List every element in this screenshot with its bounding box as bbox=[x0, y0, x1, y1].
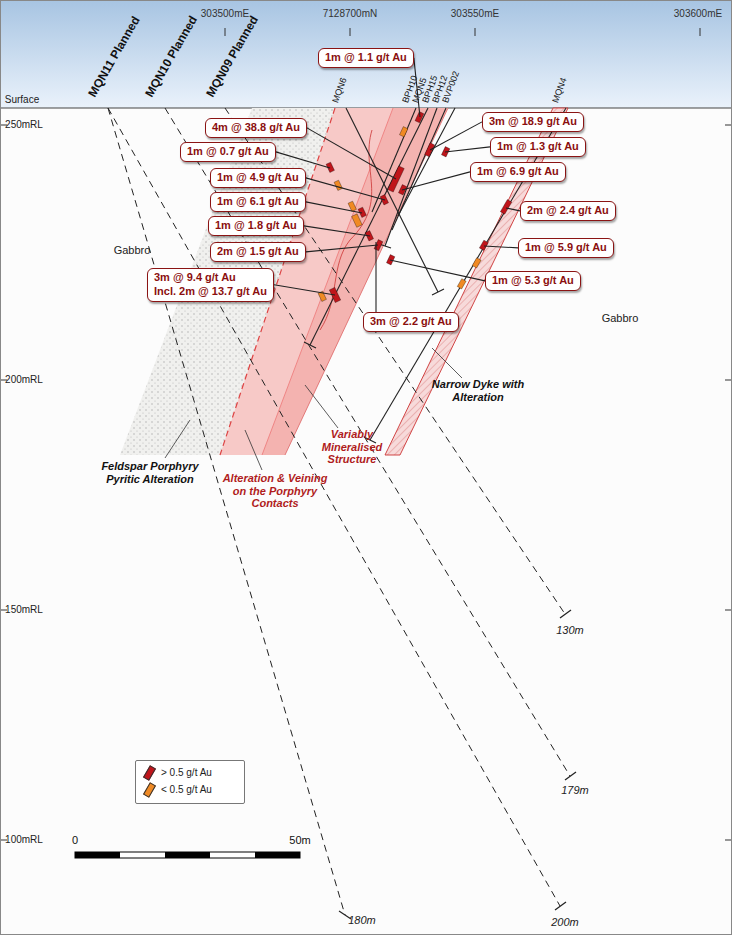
section-label: Variably Mineralised Structure bbox=[312, 428, 392, 466]
assay-text: 3m @ 2.2 g/t Au bbox=[370, 315, 452, 329]
section-label: 0 bbox=[72, 834, 78, 847]
section-label: 150mRL bbox=[5, 604, 43, 616]
assay-text: 1m @ 1.3 g/t Au bbox=[497, 140, 579, 154]
legend-swatch bbox=[143, 765, 156, 781]
assay-callout: 2m @ 2.4 g/t Au bbox=[520, 201, 616, 221]
assay-callout: 1m @ 5.9 g/t Au bbox=[518, 238, 614, 258]
section-label: 7128700mN bbox=[323, 8, 377, 20]
assay-text: 1m @ 1.8 g/t Au bbox=[215, 219, 297, 233]
leader-line bbox=[375, 242, 376, 312]
section-label: Feldspar Porphyry Pyritic Alteration bbox=[95, 460, 205, 485]
leader-line bbox=[445, 147, 490, 152]
leader-line bbox=[276, 152, 330, 168]
assay-text: 1m @ 6.9 g/t Au bbox=[477, 165, 559, 179]
assay-text: 4m @ 38.8 g/t Au bbox=[212, 121, 300, 135]
leader-line bbox=[402, 172, 470, 190]
section-label: Gabbro bbox=[114, 244, 151, 257]
assay-callout: 3m @ 18.9 g/t Au bbox=[482, 112, 584, 132]
section-label: Gabbro bbox=[602, 312, 639, 325]
leader-line bbox=[306, 202, 362, 213]
assay-text: 1m @ 6.1 g/t Au bbox=[217, 195, 299, 209]
leader-line bbox=[274, 285, 335, 295]
assay-callout: 3m @ 2.2 g/t Au bbox=[363, 312, 459, 332]
leader-line bbox=[506, 208, 520, 211]
legend-row: > 0.5 g/t Au bbox=[146, 766, 212, 780]
assay-callout: 3m @ 9.4 g/t AuIncl. 2m @ 13.7 g/t Au bbox=[147, 268, 274, 302]
section-label: Narrow Dyke with Alteration bbox=[431, 378, 526, 403]
leader-line bbox=[304, 226, 370, 236]
assay-text: 3m @ 18.9 g/t Au bbox=[489, 115, 577, 129]
leader-line bbox=[306, 178, 385, 200]
assay-text: 1m @ 0.7 g/t Au bbox=[187, 145, 269, 159]
assay-callout: 4m @ 38.8 g/t Au bbox=[205, 118, 307, 138]
assay-text: 2m @ 1.5 g/t Au bbox=[217, 245, 299, 259]
assay-text: 2m @ 2.4 g/t Au bbox=[527, 204, 609, 218]
section-label: Surface bbox=[5, 94, 39, 106]
section-label: 250mRL bbox=[5, 119, 43, 131]
section-label: Alteration & Veining on the Porphyry Con… bbox=[220, 472, 330, 510]
legend-text: < 0.5 g/t Au bbox=[161, 784, 212, 795]
section-label: 50m bbox=[289, 834, 310, 847]
assay-callout: 1m @ 1.3 g/t Au bbox=[490, 137, 586, 157]
legend-row: < 0.5 g/t Au bbox=[146, 783, 212, 797]
assay-callout: 1m @ 0.7 g/t Au bbox=[180, 142, 276, 162]
leader-line bbox=[390, 260, 485, 281]
legend-swatch bbox=[143, 782, 156, 798]
hole-depth: 179m bbox=[561, 784, 589, 797]
section-label: 303550mE bbox=[451, 8, 499, 20]
assay-text: 3m @ 9.4 g/t Au bbox=[154, 271, 267, 285]
assay-text: 1m @ 1.1 g/t Au bbox=[325, 51, 407, 65]
legend-box: > 0.5 g/t Au < 0.5 g/t Au bbox=[135, 760, 245, 804]
assay-text: 1m @ 5.9 g/t Au bbox=[525, 241, 607, 255]
leader-line bbox=[306, 245, 378, 252]
assay-callout: 1m @ 6.9 g/t Au bbox=[470, 162, 566, 182]
hole-depth: 130m bbox=[556, 624, 584, 637]
assay-text: 1m @ 5.3 g/t Au bbox=[492, 274, 574, 288]
leader-line bbox=[307, 128, 396, 179]
leader-line bbox=[430, 122, 482, 150]
hole-depth: 180m bbox=[348, 914, 376, 927]
assay-callout: 2m @ 1.5 g/t Au bbox=[210, 242, 306, 262]
leader-line bbox=[484, 246, 518, 248]
section-label: 200mRL bbox=[5, 374, 43, 386]
hole-depth: 200m bbox=[551, 916, 579, 929]
assay-text: 1m @ 4.9 g/t Au bbox=[217, 171, 299, 185]
assay-text: Incl. 2m @ 13.7 g/t Au bbox=[154, 285, 267, 299]
legend-text: > 0.5 g/t Au bbox=[161, 767, 212, 778]
assay-callout: 1m @ 1.1 g/t Au bbox=[318, 48, 414, 68]
section-label: 303500mE bbox=[201, 8, 249, 20]
section-label: 100mRL bbox=[5, 834, 43, 846]
assay-callout: 1m @ 4.9 g/t Au bbox=[210, 168, 306, 188]
assay-callout: 1m @ 5.3 g/t Au bbox=[485, 271, 581, 291]
assay-callout: 1m @ 6.1 g/t Au bbox=[210, 192, 306, 212]
assay-callout: 1m @ 1.8 g/t Au bbox=[208, 216, 304, 236]
section-label: 303600mE bbox=[674, 8, 722, 20]
